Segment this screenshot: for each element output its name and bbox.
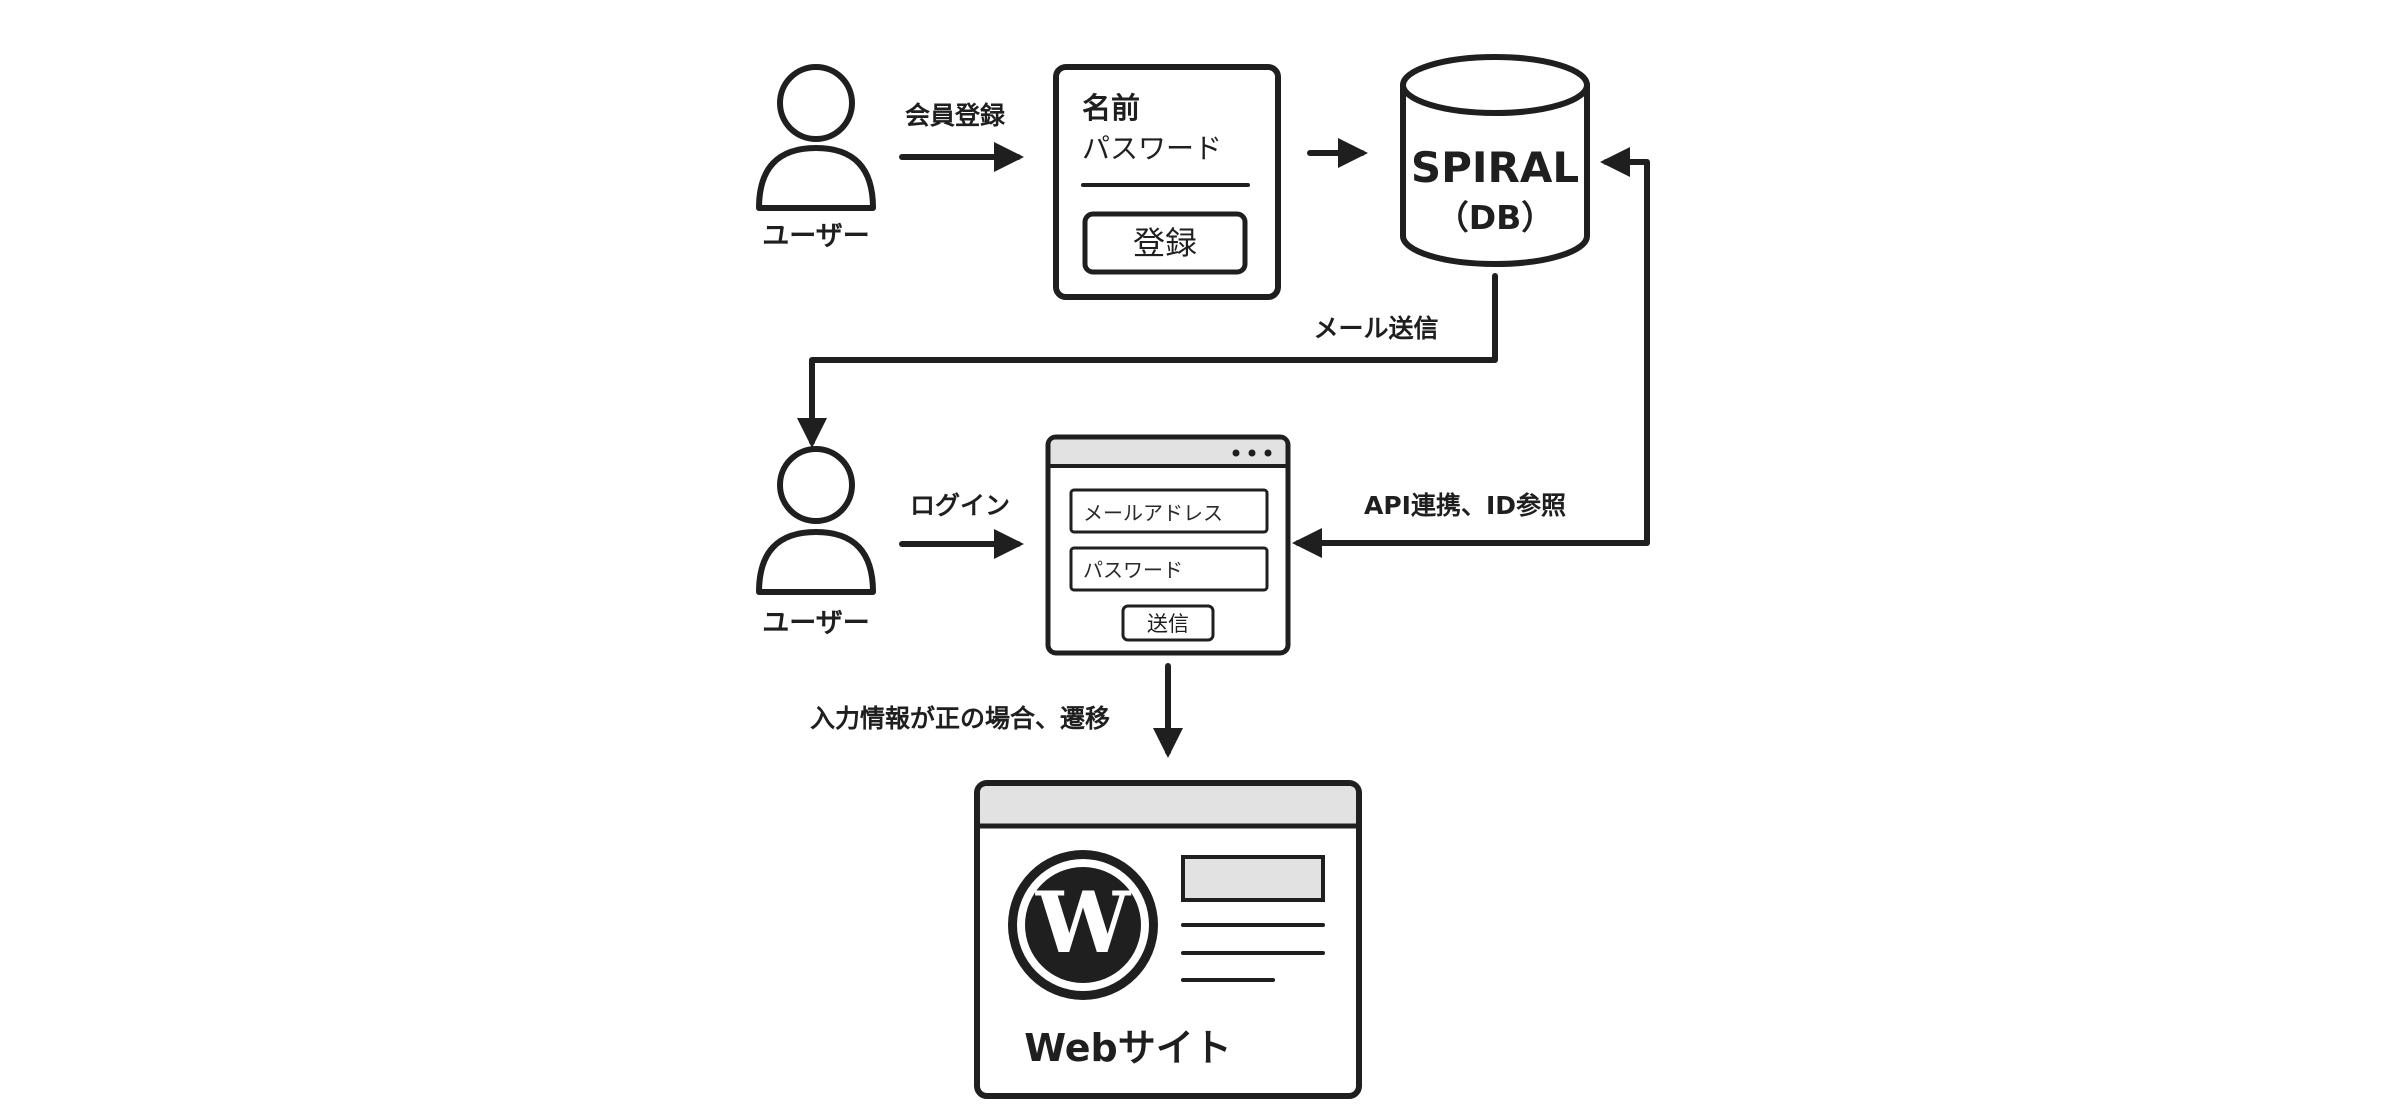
login-submit-label[interactable]: 送信 bbox=[1147, 612, 1189, 636]
svg-text:W: W bbox=[1035, 873, 1132, 972]
website-content-placeholder bbox=[1181, 855, 1325, 982]
register-flow-label: 会員登録 bbox=[905, 101, 1006, 130]
wordpress-logo-icon: W bbox=[1008, 850, 1158, 1000]
user-icon-bottom bbox=[756, 446, 876, 595]
user-icon-top bbox=[756, 64, 876, 211]
register-submit-label[interactable]: 登録 bbox=[1133, 224, 1197, 262]
register-submit-button[interactable] bbox=[1082, 211, 1248, 275]
password-input-placeholder: パスワード bbox=[1083, 558, 1183, 582]
window-dots-icon bbox=[1232, 449, 1272, 457]
website-label: Webサイト bbox=[1024, 1026, 1232, 1070]
mail-arrow bbox=[797, 273, 1498, 448]
password-input[interactable] bbox=[1069, 546, 1269, 592]
database-type: （DB） bbox=[1436, 198, 1555, 237]
mail-flow-label: メール送信 bbox=[1313, 314, 1438, 343]
email-input[interactable] bbox=[1069, 488, 1269, 534]
user-label-bottom: ユーザー bbox=[762, 608, 869, 639]
email-input-placeholder: メールアドレス bbox=[1083, 501, 1223, 525]
login-flow-label: ログイン bbox=[910, 491, 1010, 520]
api-flow-label: API連携、ID参照 bbox=[1364, 491, 1566, 520]
database-name: SPIRAL bbox=[1411, 143, 1579, 192]
login-submit-button[interactable] bbox=[1121, 604, 1215, 642]
register-password-label: パスワード bbox=[1082, 132, 1222, 165]
transition-flow-label: 入力情報が正の場合、遷移 bbox=[810, 704, 1110, 733]
register-form bbox=[1053, 64, 1281, 300]
register-name-label: 名前 bbox=[1082, 91, 1140, 125]
user-label-top: ユーザー bbox=[762, 221, 869, 252]
api-arrow bbox=[1292, 147, 1650, 558]
